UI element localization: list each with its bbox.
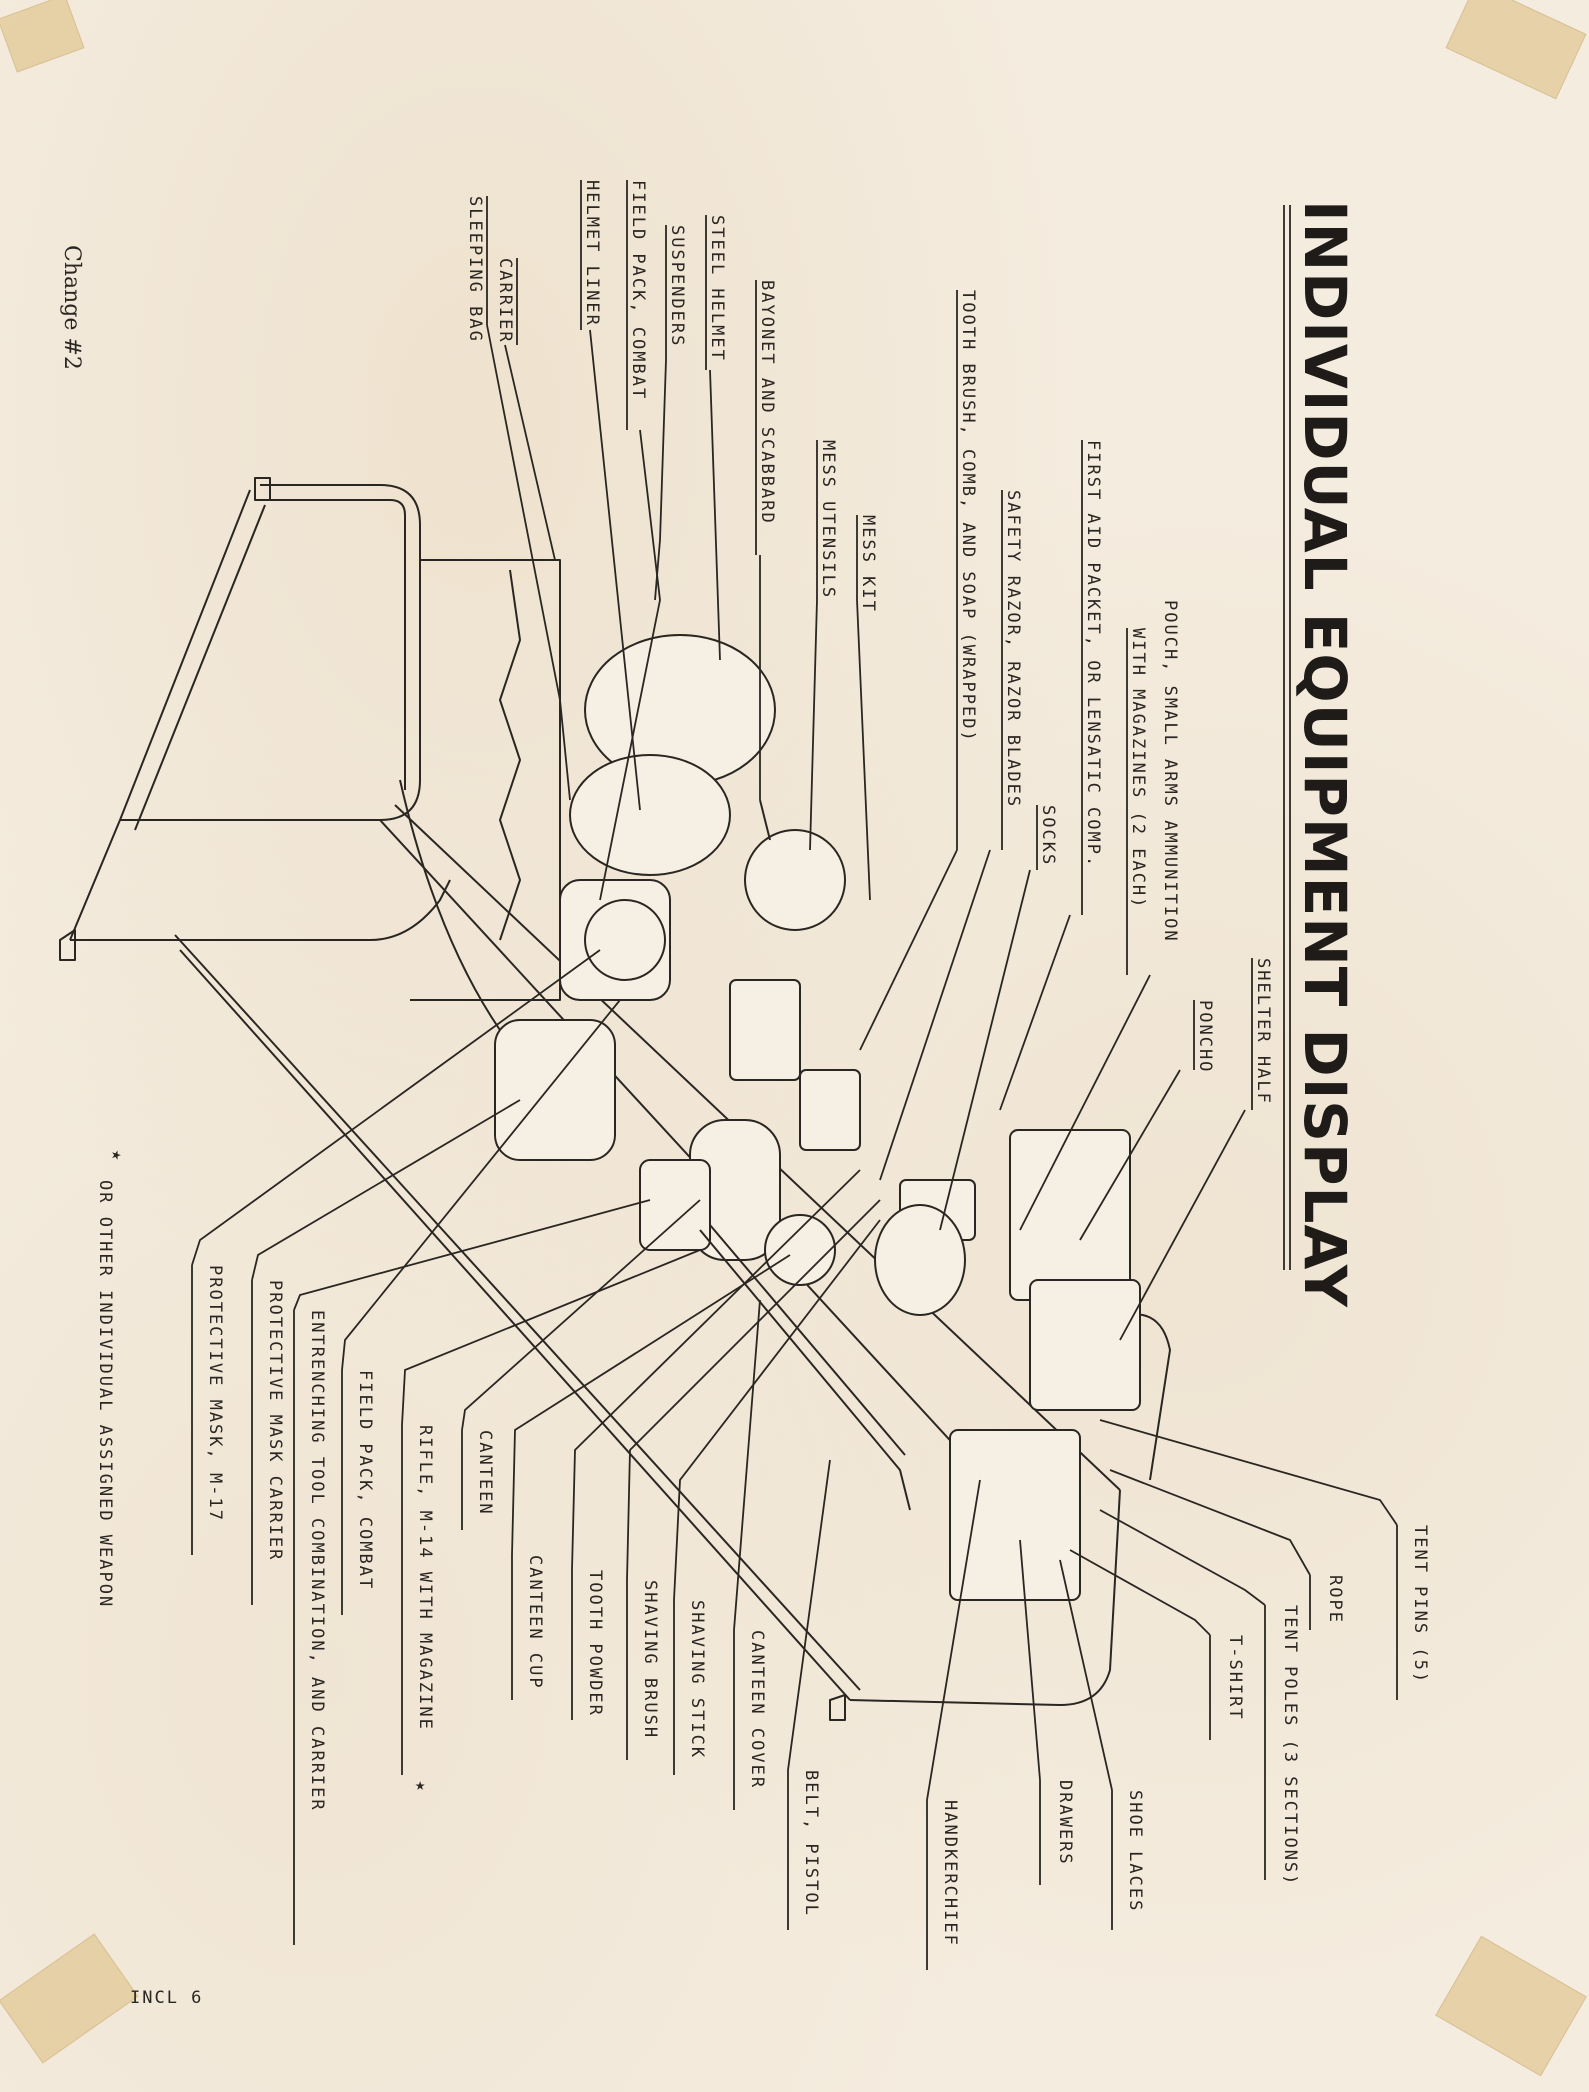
label-rifle: RIFLE, M-14 WITH MAGAZINE bbox=[415, 1425, 435, 1731]
label-steel-helmet: STEEL HELMET bbox=[707, 215, 727, 362]
label-helmet-liner: HELMET LINER bbox=[582, 180, 602, 327]
bayonet-shape bbox=[759, 799, 771, 841]
rifle-footnote-star: ★ bbox=[415, 1775, 427, 1795]
protective-mask-shape bbox=[584, 899, 666, 981]
helmet-liner-shape bbox=[569, 754, 731, 876]
label-pouch: POUCH, SMALL ARMS AMMUNITION bbox=[1160, 600, 1180, 943]
entrenching-tool-shape bbox=[639, 1159, 711, 1251]
label-rope: ROPE bbox=[1325, 1575, 1345, 1624]
label-tooth-brush: TOOTH BRUSH, COMB, AND SOAP (WRAPPED) bbox=[958, 290, 978, 743]
label-suspenders: SUSPENDERS bbox=[667, 225, 687, 347]
change-note: Change #2 bbox=[59, 245, 84, 370]
label-sleeping-bag: SLEEPING BAG bbox=[465, 196, 485, 343]
enclosure-label: INCL 6 bbox=[130, 1988, 203, 2008]
label-poncho: PONCHO bbox=[1195, 1000, 1215, 1073]
labels-top: SLEEPING BAG CARRIER HELMET LINER FIELD … bbox=[465, 180, 1273, 1341]
label-entrenching-tool: ENTRENCHING TOOL COMBINATION, AND CARRIE… bbox=[307, 1310, 327, 1812]
label-tent-pins: TENT PINS (5) bbox=[1410, 1525, 1430, 1684]
label-pouch-2: WITH MAGAZINES (2 EACH) bbox=[1128, 628, 1148, 909]
label-t-shirt: T-SHIRT bbox=[1225, 1635, 1245, 1721]
label-field-pack-combat-top: FIELD PACK, COMBAT bbox=[628, 180, 648, 400]
label-shelter-half: SHELTER HALF bbox=[1253, 958, 1273, 1105]
label-tent-poles: TENT POLES (3 SECTIONS) bbox=[1280, 1605, 1300, 1886]
label-field-pack-combat-bottom: FIELD PACK, COMBAT bbox=[355, 1370, 375, 1590]
label-belt-pistol: BELT, PISTOL bbox=[801, 1770, 821, 1917]
label-drawers: DRAWERS bbox=[1055, 1780, 1075, 1866]
label-protective-mask: PROTECTIVE MASK, M-17 bbox=[205, 1265, 225, 1522]
display-title: INDIVIDUAL EQUIPMENT DISPLAY bbox=[1291, 200, 1359, 1308]
label-tooth-powder: TOOTH POWDER bbox=[585, 1570, 605, 1717]
label-canteen: CANTEEN bbox=[475, 1430, 495, 1516]
label-safety-razor: SAFETY RAZOR, RAZOR BLADES bbox=[1003, 490, 1023, 808]
labels-right: TENT PINS (5) ROPE TENT POLES (3 SECTION… bbox=[191, 949, 1430, 1970]
label-shaving-brush: SHAVING BRUSH bbox=[640, 1580, 660, 1739]
label-socks: SOCKS bbox=[1038, 805, 1058, 866]
socks-shape bbox=[874, 1204, 966, 1316]
label-shoe-laces: SHOE LACES bbox=[1125, 1790, 1145, 1912]
first-aid-shape bbox=[799, 1069, 861, 1151]
footnote-star: ★ bbox=[107, 1150, 127, 1162]
label-protective-mask-carrier: PROTECTIVE MASK CARRIER bbox=[265, 1280, 285, 1561]
label-bayonet: BAYONET AND SCABBARD bbox=[757, 280, 777, 525]
mask-carrier-shape bbox=[494, 1019, 616, 1161]
label-shaving-stick: SHAVING STICK bbox=[687, 1600, 707, 1759]
footnote-text: OR OTHER INDIVIDUAL ASSIGNED WEAPON bbox=[95, 1180, 115, 1608]
canteen-cup-shape bbox=[764, 1214, 836, 1286]
label-mess-kit: MESS KIT bbox=[858, 515, 878, 613]
clothing-stack-shape bbox=[949, 1429, 1081, 1601]
mess-kit-shape bbox=[744, 829, 846, 931]
label-handkerchief: HANDKERCHIEF bbox=[940, 1800, 960, 1947]
label-carrier: CARRIER bbox=[495, 258, 515, 344]
label-canteen-cover: CANTEEN COVER bbox=[747, 1630, 767, 1789]
pouch-shape bbox=[729, 979, 801, 1081]
equipment-drawing bbox=[59, 477, 1171, 1721]
rifle-shape bbox=[699, 1229, 911, 1511]
shelter-half-shape bbox=[1029, 1279, 1141, 1411]
label-mess-utensils: MESS UTENSILS bbox=[818, 440, 838, 599]
label-first-aid: FIRST AID PACKET, OR LENSATIC COMP. bbox=[1083, 440, 1103, 868]
label-canteen-cup: CANTEEN CUP bbox=[525, 1555, 545, 1690]
